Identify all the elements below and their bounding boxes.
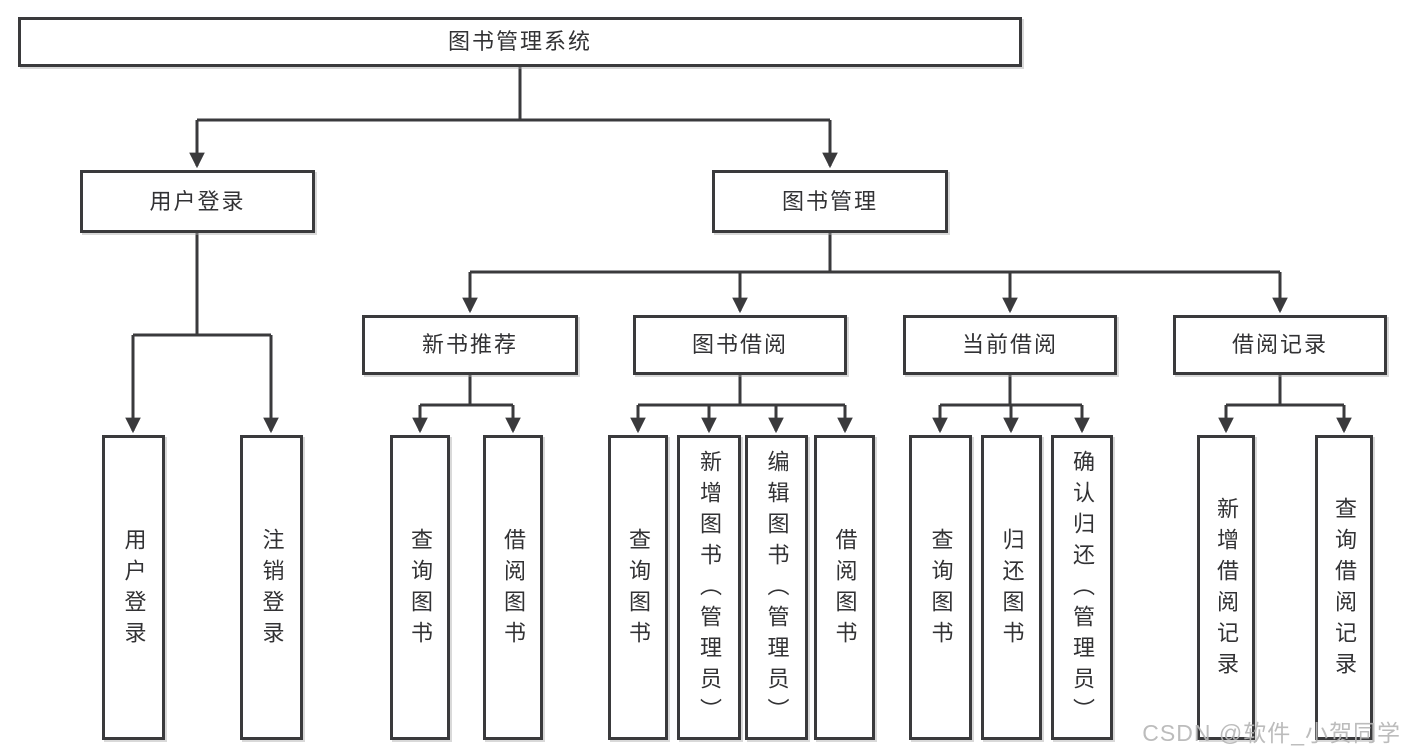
csdn-watermark: CSDN @软件_小贺同学 — [1142, 720, 1401, 746]
node-borrowing-records: 借阅记录 — [1173, 315, 1387, 375]
leaf-borrow-books: 借阅图书 — [814, 435, 875, 740]
node-user-login: 用户登录 — [80, 170, 315, 233]
leaf-add-borrow-record: 新增借阅记录 — [1197, 435, 1255, 740]
leaf-user-login: 用户登录 — [102, 435, 165, 740]
leaf-confirm-return-admin: 确认归还（管理员） — [1051, 435, 1113, 740]
node-new-book-recommend: 新书推荐 — [362, 315, 578, 375]
node-library-management-system: 图书管理系统 — [18, 17, 1022, 67]
node-current-borrowing: 当前借阅 — [903, 315, 1117, 375]
leaf-edit-books-admin: 编辑图书（管理员） — [745, 435, 808, 740]
leaf-query-books-recommend: 查询图书 — [390, 435, 450, 740]
leaf-query-books-borrowing: 查询图书 — [608, 435, 668, 740]
leaf-query-borrow-record: 查询借阅记录 — [1315, 435, 1373, 740]
leaf-add-books-admin: 新增图书（管理员） — [677, 435, 741, 740]
leaf-return-books: 归还图书 — [981, 435, 1042, 740]
node-book-management: 图书管理 — [712, 170, 948, 233]
leaf-query-books-current: 查询图书 — [909, 435, 972, 740]
leaf-logout: 注销登录 — [240, 435, 303, 740]
node-book-borrowing: 图书借阅 — [633, 315, 847, 375]
leaf-borrow-books-recommend: 借阅图书 — [483, 435, 543, 740]
